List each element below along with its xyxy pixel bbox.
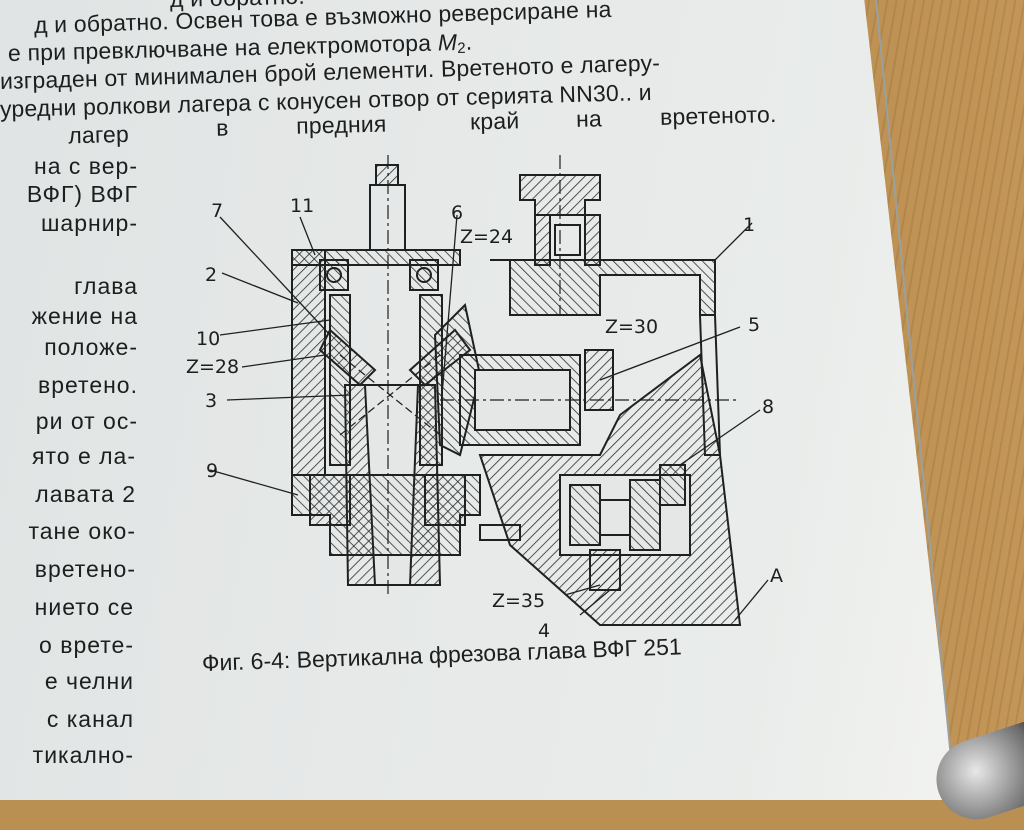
leader-10 <box>219 319 331 336</box>
left-col-line: вретено- <box>34 556 136 582</box>
milling-head-section-drawing <box>209 155 769 626</box>
gear-5-z30 <box>584 349 614 411</box>
lower-shaft <box>599 499 631 536</box>
leader-6 <box>441 214 458 396</box>
callout-A: A <box>770 565 783 587</box>
leader-5 <box>599 326 741 381</box>
bolt <box>479 524 521 541</box>
bearing-top-right <box>409 259 439 291</box>
callout-5: 5 <box>748 314 761 336</box>
left-col-line: на с вер- <box>34 153 138 179</box>
leader-7 <box>219 216 331 336</box>
left-col-line: ри от ос- <box>35 408 138 434</box>
post-key <box>554 224 581 256</box>
callout-7: 7 <box>211 200 224 222</box>
callout-z28: Z=28 <box>186 356 240 378</box>
callout-6: 6 <box>451 202 464 224</box>
callout-z30: Z=30 <box>605 316 659 338</box>
leader-lines <box>209 214 769 621</box>
left-col-line: о врете- <box>39 632 134 658</box>
word-v: в <box>215 114 229 141</box>
left-col-line: глава <box>74 273 138 299</box>
left-col-line: положе- <box>44 334 138 360</box>
sleeve-left <box>329 294 351 466</box>
motor-symbol: M <box>437 29 458 56</box>
leader-9 <box>209 469 299 496</box>
bearing-lower-left <box>569 484 601 546</box>
post-right <box>584 214 601 266</box>
left-col-line: шарнир- <box>40 210 138 236</box>
callout-2: 2 <box>205 264 218 286</box>
gear-4-z35 <box>589 549 621 591</box>
callout-1: 1 <box>743 214 756 236</box>
cone-axis-2 <box>339 354 441 436</box>
post-left <box>534 214 551 266</box>
bearing-lower-right <box>629 479 661 551</box>
leader-4 <box>579 589 611 616</box>
gear-8 <box>659 464 686 506</box>
word-lager: лагер <box>67 120 130 149</box>
leader-3 <box>226 394 351 401</box>
word-na: на <box>575 105 603 132</box>
callout-4: 4 <box>538 620 551 642</box>
callout-10: 10 <box>196 328 221 350</box>
left-col-line: жение на <box>31 303 138 329</box>
bearing-ball-left <box>326 267 342 283</box>
callout-11: 11 <box>290 195 315 217</box>
left-col-line: с канал <box>46 706 134 732</box>
bearing-top-left <box>319 259 349 291</box>
word-predniya: предния <box>295 110 387 139</box>
callout-8: 8 <box>762 396 775 418</box>
housing-1 <box>490 259 716 316</box>
left-col-line: тане око- <box>28 518 136 544</box>
word-vreteno: вретеното. <box>659 101 777 130</box>
motor-suffix: . <box>465 28 473 55</box>
callout-3: 3 <box>205 390 218 412</box>
leader-2 <box>221 272 299 304</box>
leader-1 <box>714 222 753 261</box>
leader-z35 <box>564 584 601 596</box>
word-kray: край <box>469 107 520 135</box>
spindle-nut <box>375 164 399 186</box>
bearing-ball-right <box>416 267 432 283</box>
leader-z28 <box>241 354 326 368</box>
left-col-line: вретено. <box>38 372 138 398</box>
leader-11 <box>299 216 316 256</box>
left-col-line: тикално- <box>32 742 134 768</box>
callout-9: 9 <box>206 460 219 482</box>
callout-z24: Z=24 <box>460 226 514 248</box>
leader-A <box>734 579 769 621</box>
left-col-line: нието се <box>34 594 134 620</box>
left-col-line: е челни <box>44 668 134 694</box>
left-col-line: ВФГ) ВФГ <box>26 181 138 207</box>
left-col-line: ято е ла- <box>32 443 136 469</box>
leader-8 <box>679 409 761 466</box>
left-col-line: лавата 2 <box>35 481 136 507</box>
lower-flange <box>291 474 481 556</box>
callout-z35: Z=35 <box>492 590 546 612</box>
